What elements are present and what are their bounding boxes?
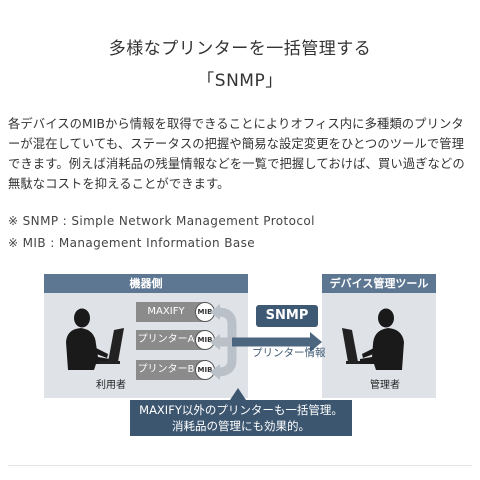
device-side-panel: 機器側 MAXIFY MIB プリンターA MIB プリンターB MIB [44,274,248,398]
device-maxify: MAXIFY MIB [136,302,215,322]
device-printer-a: プリンターA MIB [136,330,215,350]
callout-line-1: MAXIFY以外のプリンターも一括管理。 [139,403,343,417]
note-mib: ※ MIB : Management Information Base [8,236,256,250]
mib-icon: MIB [195,330,215,350]
user-label: 利用者 [96,380,126,391]
device-printer-b-label: プリンターB [137,364,195,375]
callout-box: MAXIFY以外のプリンターも一括管理。 消耗品の管理にも効果的。 [130,400,352,436]
callout-pointer [230,388,246,400]
management-tool-header: デバイス管理ツール [322,274,436,293]
device-printer-a-label: プリンターA [137,334,195,345]
page-title: 多様なプリンターを一括管理する [108,39,372,59]
callout-line-2: 消耗品の管理にも効果的。 [172,419,310,433]
page-subtitle: 「SNMP」 [197,71,283,91]
description-text: 各デバイスのMIBから情報を取得できることによりオフィス内に多種類のプリンターが… [8,117,465,191]
divider [8,465,472,466]
snmp-badge: SNMP [256,305,318,327]
admin-label: 管理者 [370,380,400,391]
admin-laptop-icon [342,308,404,370]
device-maxify-label: MAXIFY [147,306,185,317]
printer-info-label: プリンター情報 [252,347,326,359]
management-tool-panel: デバイス管理ツール [322,274,436,398]
note-snmp: ※ SNMP : Simple Network Management Proto… [8,214,315,228]
device-side-header: 機器側 [44,274,248,293]
user-laptop-icon [66,308,124,370]
